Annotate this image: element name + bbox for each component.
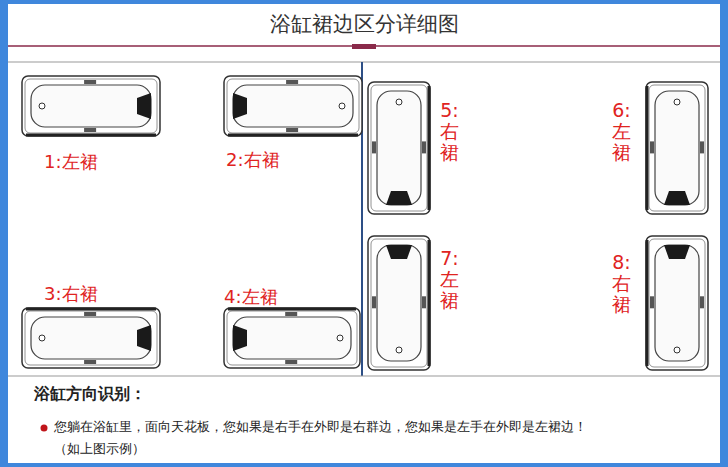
frame-bar: [0, 0, 8, 467]
title-mark: [352, 44, 376, 49]
bathtub: [646, 236, 708, 370]
tub-handle: [700, 141, 704, 153]
tub-headrest: [664, 191, 690, 205]
tub-handle: [422, 141, 426, 153]
tub-label: 2:右裙: [226, 148, 280, 172]
tub-drain: [39, 335, 45, 341]
tub-handle: [285, 360, 297, 364]
tub-label: 8:右裙: [612, 252, 631, 315]
tub-basin: [655, 91, 699, 205]
tub-basin: [655, 245, 699, 361]
tub-rim-inner: [25, 311, 157, 365]
tub-headrest: [137, 93, 151, 119]
diagram-title: 浴缸裙边区分详细图: [0, 10, 728, 38]
tub-handle: [285, 312, 297, 316]
tub-handle: [422, 296, 426, 308]
tub-label: 3:右裙: [44, 282, 98, 306]
tub-rim-inner: [371, 239, 427, 367]
tub-drain: [39, 103, 45, 109]
tub-headrest: [233, 325, 247, 351]
tub-headrest: [386, 191, 412, 205]
tub-skirt: [228, 308, 356, 311]
tub-drain: [396, 99, 402, 105]
tub-headrest: [233, 93, 247, 119]
panel-rule: [8, 376, 720, 377]
panel-rule: [8, 62, 720, 63]
tub-rim-inner: [649, 85, 705, 211]
tub-handle: [650, 141, 654, 153]
tub-label: 5:右裙: [440, 100, 459, 163]
tub-basin: [31, 85, 151, 127]
bathtub: [368, 82, 430, 214]
tub-skirt: [26, 134, 156, 137]
tub-headrest: [137, 325, 151, 351]
tub-basin: [377, 245, 421, 361]
tub-rim-inner: [25, 79, 157, 133]
tub-rim-inner: [371, 85, 427, 211]
tub-rim-inner: [649, 239, 705, 367]
tub-rim-inner: [227, 311, 357, 365]
tub-handle: [84, 360, 96, 364]
section-heading: 浴缸方向识别：: [34, 384, 146, 405]
bullet-dot: [41, 425, 48, 432]
tub-rim: [368, 82, 430, 214]
tub-skirt: [228, 134, 358, 137]
tub-headrest: [386, 245, 412, 259]
note-text: （如上图示例）: [54, 441, 145, 458]
tub-handle: [84, 80, 96, 84]
bathtub: [646, 82, 708, 214]
tub-basin: [31, 317, 151, 359]
tub-skirt: [646, 240, 649, 366]
tub-handle: [286, 80, 298, 84]
tub-handle: [372, 141, 376, 153]
tub-rim: [368, 236, 430, 370]
tub-skirt: [428, 86, 431, 210]
tub-basin: [377, 91, 421, 205]
tub-rim: [646, 82, 708, 214]
tub-handle: [700, 296, 704, 308]
tub-handle: [84, 312, 96, 316]
frame-bar: [0, 463, 728, 467]
frame-bar: [720, 0, 728, 467]
bathtub: [368, 236, 430, 370]
tub-handle: [650, 296, 654, 308]
tub-drain: [339, 103, 345, 109]
tub-basin: [233, 85, 353, 127]
tub-drain: [337, 335, 343, 341]
tub-rim: [22, 76, 160, 136]
tub-label: 7:左裙: [440, 248, 459, 311]
tub-rim: [224, 76, 362, 136]
tub-drain: [674, 99, 680, 105]
note-text: 您躺在浴缸里，面向天花板，您如果是右手在外即是右群边，您如果是左手在外即是左裙边…: [54, 419, 587, 436]
tub-handle: [372, 296, 376, 308]
tub-drain: [674, 347, 680, 353]
tub-rim: [22, 308, 160, 368]
tub-skirt: [428, 240, 431, 366]
tub-headrest: [664, 245, 690, 259]
bathtub: [22, 76, 160, 136]
bathtub: [22, 308, 160, 368]
tub-handle: [84, 128, 96, 132]
tub-label: 6:左裙: [612, 100, 631, 163]
bathtub: [224, 76, 362, 136]
tub-skirt: [26, 308, 156, 311]
frame-bar: [0, 0, 728, 4]
tub-rim-inner: [227, 79, 359, 133]
tub-basin: [233, 317, 351, 359]
tub-handle: [286, 128, 298, 132]
tub-drain: [396, 347, 402, 353]
tub-rim: [224, 308, 360, 368]
tub-label: 1:左裙: [44, 150, 98, 174]
tub-rim: [646, 236, 708, 370]
tub-skirt: [646, 86, 649, 210]
tub-label: 4:左裙: [224, 285, 278, 309]
bathtub: [224, 308, 360, 368]
